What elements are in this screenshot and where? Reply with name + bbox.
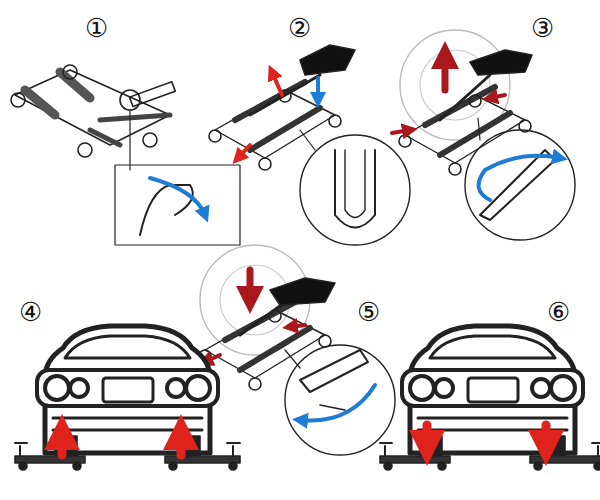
car-rear-view [15, 326, 240, 470]
callout-number: ④ [18, 298, 43, 326]
step-three-dolly [392, 30, 575, 240]
lift-arrows [62, 425, 546, 455]
callout-number: ⑤ [356, 298, 381, 326]
callout-number: ⑥ [546, 298, 571, 326]
callout-number: ② [287, 14, 312, 42]
callout-number: ① [84, 14, 109, 42]
car-rear-view [380, 326, 600, 470]
callout-number: ③ [530, 14, 555, 42]
step-five-dolly [199, 245, 395, 455]
step-two-dolly [209, 45, 410, 245]
step-one-dolly [11, 65, 240, 245]
